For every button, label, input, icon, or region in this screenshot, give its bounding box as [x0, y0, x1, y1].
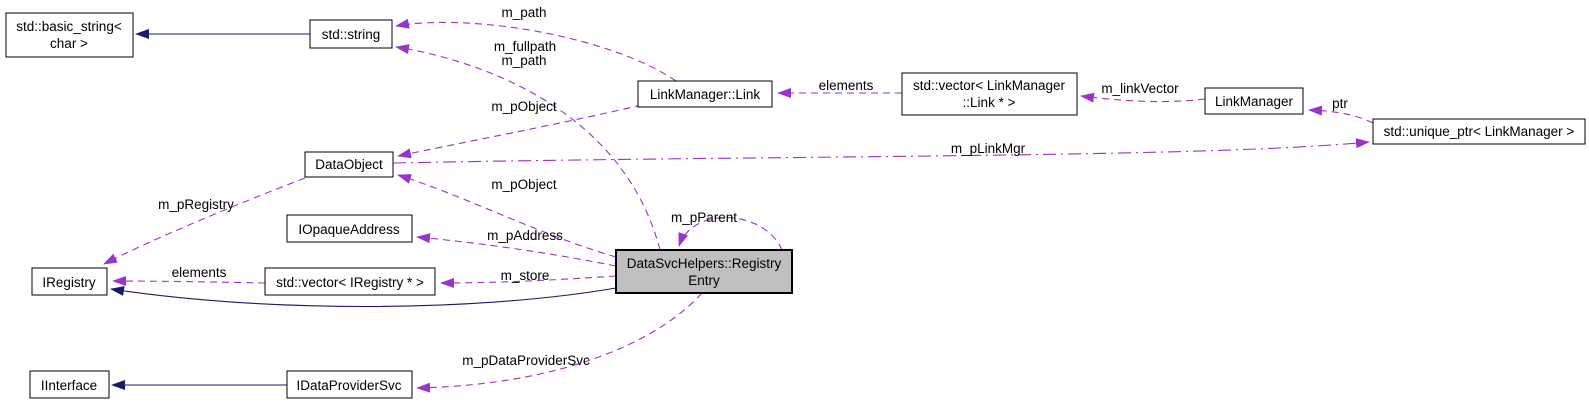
node-linkmanager[interactable]: LinkManager	[1204, 87, 1304, 115]
node-dataobject[interactable]: DataObject	[304, 151, 394, 178]
edge-m-pobject-registryentry-dataobject	[397, 174, 617, 258]
edge-elements-vectoriregistry-iregistry	[112, 276, 266, 287]
node-std-basic-string[interactable]: std::basic_string< char >	[5, 12, 134, 58]
edge-label-m-pparent: m_pParent	[671, 210, 737, 225]
node-std-vector-link-line2: ::Link * >	[963, 95, 1016, 110]
node-dataobject-label: DataObject	[315, 157, 383, 172]
node-idataprovidersvc-label: IDataProviderSvc	[296, 378, 401, 393]
node-idataprovidersvc[interactable]: IDataProviderSvc	[286, 370, 413, 399]
edge-label-m-store: m_store	[501, 268, 550, 283]
node-linkmanager-link[interactable]: LinkManager::Link	[637, 80, 773, 108]
edge-label-m-linkvector: m_linkVector	[1101, 81, 1179, 96]
edge-ptr-uniqueptr-linkmanager	[1308, 105, 1374, 124]
edge-label-m-pdataprovidersvc: m_pDataProviderSvc	[462, 353, 590, 368]
node-std-vector-linkmanager-link[interactable]: std::vector< LinkManager ::Link * >	[901, 72, 1078, 116]
edge-label-m-pobject-re: m_pObject	[491, 177, 557, 192]
node-iregistry-label: IRegistry	[42, 275, 96, 290]
node-iinterface[interactable]: IInterface	[29, 370, 110, 399]
edge-m-plinkmgr-dataobject-uniqueptr	[392, 138, 1370, 164]
edge-m-path-link-string	[395, 18, 677, 82]
edge-label-m-pregistry: m_pRegistry	[158, 197, 234, 212]
edge-label-m-pobject-link: m_pObject	[491, 99, 557, 114]
edge-m-pobject-link-dataobject	[397, 104, 643, 159]
edge-label-elements-left: elements	[172, 265, 227, 280]
node-linkmanager-link-label: LinkManager::Link	[650, 87, 761, 102]
node-datasvchelpers-registryentry[interactable]: DataSvcHelpers::Registry Entry	[615, 249, 793, 294]
node-std-string-label: std::string	[322, 27, 381, 42]
edge-m-pdataprovidersvc-registryentry-idataprovidersvc	[416, 292, 703, 393]
node-std-basic-string-line1: std::basic_string<	[16, 19, 122, 34]
node-iopaqueaddress[interactable]: IOpaqueAddress	[286, 214, 413, 243]
edge-label-m-path-top: m_path	[501, 5, 546, 20]
edge-label-m-plinkmgr: m_pLinkMgr	[951, 141, 1026, 156]
node-linkmanager-label: LinkManager	[1215, 94, 1294, 109]
node-iinterface-label: IInterface	[41, 378, 97, 393]
node-std-vector-iregistry-label: std::vector< IRegistry * >	[276, 275, 424, 290]
node-std-vector-iregistry[interactable]: std::vector< IRegistry * >	[264, 267, 436, 296]
edge-m-pregistry-dataobject-iregistry	[103, 177, 306, 265]
edge-m-linkvector-linkmanager-vectorlink	[1080, 92, 1206, 103]
node-registryentry-line2: Entry	[688, 273, 720, 288]
node-iopaqueaddress-label: IOpaqueAddress	[298, 222, 400, 237]
edge-label-m-paddress: m_pAddress	[487, 228, 563, 243]
edge-m-paddress-registryentry-iopaqueaddress	[416, 233, 617, 267]
node-iregistry[interactable]: IRegistry	[31, 267, 108, 296]
edge-m-store-registryentry-vectoriregistry	[440, 275, 617, 288]
node-registryentry-line1: DataSvcHelpers::Registry	[627, 256, 782, 271]
edge-m-fullpath-registryentry-string	[395, 44, 661, 251]
edge-label-ptr: ptr	[1332, 96, 1348, 111]
edge-m-pparent-self-loop	[678, 216, 783, 251]
node-std-vector-link-line1: std::vector< LinkManager	[913, 78, 1065, 93]
edge-inherit-registryentry-iregistry	[110, 286, 617, 308]
node-std-unique-ptr-label: std::unique_ptr< LinkManager >	[1384, 124, 1575, 139]
edge-label-m-fullpath: m_fullpath	[494, 39, 556, 54]
edge-label-m-path-2: m_path	[501, 53, 546, 68]
node-std-string[interactable]: std::string	[309, 19, 393, 49]
node-std-unique-ptr-linkmanager[interactable]: std::unique_ptr< LinkManager >	[1372, 118, 1586, 145]
node-std-basic-string-line2: char >	[50, 36, 88, 51]
edge-label-elements-right: elements	[819, 78, 874, 93]
